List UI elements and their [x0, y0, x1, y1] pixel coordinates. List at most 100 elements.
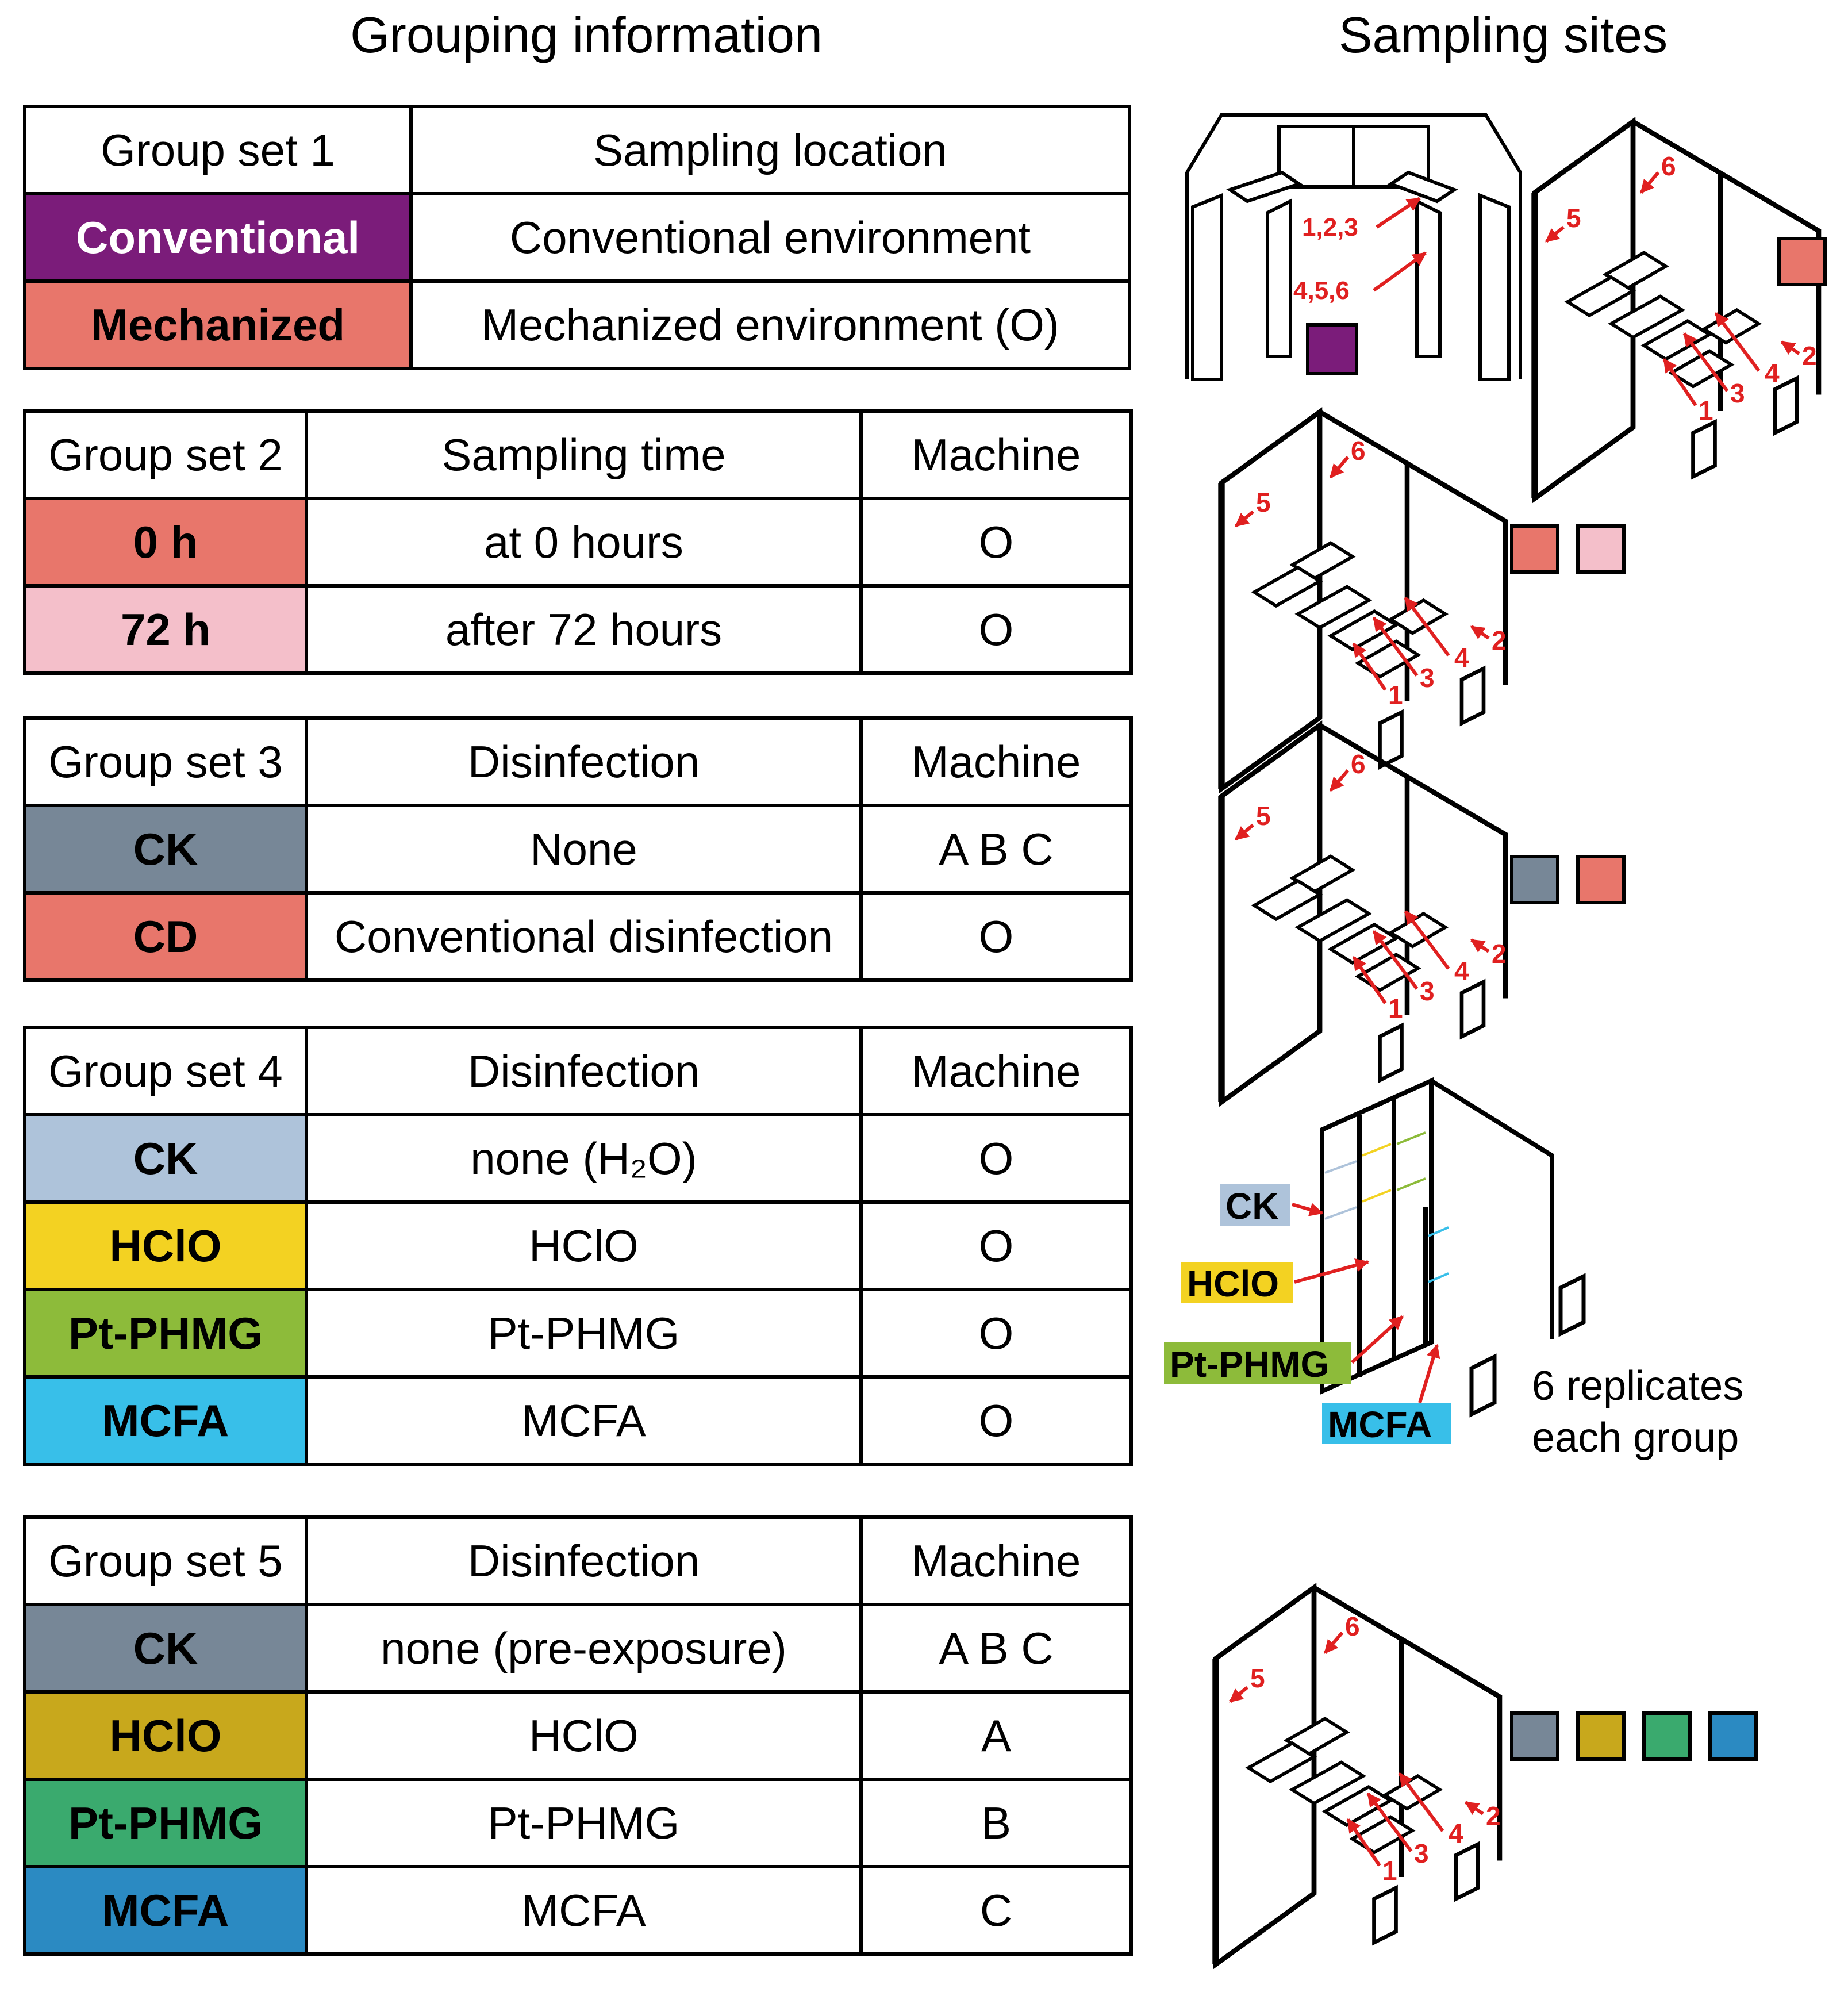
cell: HClO — [305, 1200, 863, 1291]
column-header: Disinfection — [305, 716, 863, 807]
group-cell-pt-phmg: Pt-PHMG — [23, 1778, 308, 1868]
site-label: 6 — [1345, 1611, 1360, 1641]
swatch — [1642, 1711, 1692, 1761]
group-cell-hclo: HClO — [23, 1200, 308, 1291]
replicates-note-line1: 6 replicates — [1532, 1363, 1743, 1409]
swatch — [1510, 1711, 1559, 1761]
column-header: Sampling time — [305, 409, 863, 500]
cell: HClO — [305, 1690, 863, 1781]
arrow — [1418, 1344, 1440, 1403]
grouping-information-title: Grouping information — [350, 6, 823, 63]
site-label: 5 — [1256, 801, 1271, 831]
group-cell-hclo: HClO — [23, 1690, 308, 1781]
site-label: 5 — [1256, 488, 1271, 517]
column-header: Sampling location — [409, 105, 1131, 195]
site-label: 2 — [1802, 341, 1817, 371]
cell: C — [859, 1865, 1133, 1956]
site-label: 4 — [1454, 956, 1469, 986]
column-header: Group set 1 — [23, 105, 413, 195]
gs4-label-pt-phmg: Pt-PHMG — [1170, 1344, 1329, 1385]
gs4-label-ck: CK — [1225, 1185, 1278, 1227]
group-cell-72h: 72 h — [23, 584, 308, 675]
cell: O — [859, 1375, 1133, 1466]
site-label: 3 — [1420, 663, 1435, 693]
machine-drawing — [1535, 122, 1819, 499]
table-row: MCFA MCFA O — [23, 1375, 1133, 1466]
swatch — [1777, 237, 1827, 286]
group-set-2-table: Group set 2 Sampling time Machine 0 h at… — [23, 409, 1133, 675]
arrow — [1292, 1203, 1324, 1216]
group-cell-ck: CK — [23, 1113, 308, 1204]
column-header: Disinfection — [305, 1515, 863, 1606]
cell: after 72 hours — [305, 584, 863, 675]
site-label: 3 — [1730, 378, 1745, 408]
cell: O — [859, 1200, 1133, 1291]
cell: O — [859, 1288, 1133, 1379]
site-label: 4 — [1454, 643, 1469, 673]
table-row: Pt-PHMG Pt-PHMG O — [23, 1288, 1133, 1379]
group-cell-ck: CK — [23, 804, 308, 895]
group-cell-ck: CK — [23, 1603, 308, 1694]
cell: Conventional environment — [409, 192, 1131, 283]
cell: A B C — [859, 1603, 1133, 1694]
cell: Mechanized environment (O) — [409, 279, 1131, 370]
site-label: 4,5,6 — [1293, 277, 1350, 305]
table-header-row: Group set 1 Sampling location — [23, 105, 1131, 195]
site-label: 3 — [1420, 976, 1435, 1006]
swatch — [1576, 855, 1626, 904]
cell: O — [859, 497, 1133, 588]
cell: MCFA — [305, 1865, 863, 1956]
group-cell-mcfa: MCFA — [23, 1375, 308, 1466]
group-cell-cd: CD — [23, 891, 308, 982]
group-set-5-table: Group set 5 Disinfection Machine CK none… — [23, 1515, 1133, 1956]
arrow — [1376, 197, 1421, 229]
group-cell-mechanized: Mechanized — [23, 279, 413, 370]
sampling-sites-title: Sampling sites — [1338, 6, 1668, 63]
site-label: 1 — [1699, 396, 1713, 425]
table-row: Pt-PHMG Pt-PHMG B — [23, 1778, 1133, 1868]
gs4-label-hclo: HClO — [1187, 1263, 1279, 1304]
group-set-3-table: Group set 3 Disinfection Machine CK None… — [23, 716, 1133, 982]
swatch — [1306, 323, 1358, 375]
cell: B — [859, 1778, 1133, 1868]
column-header: Group set 5 — [23, 1515, 308, 1606]
swatch — [1510, 524, 1559, 574]
column-header: Disinfection — [305, 1026, 863, 1116]
cell: Conventional disinfection — [305, 891, 863, 982]
table-row: Conventional Conventional environment — [23, 192, 1131, 283]
gs4-label-mcfa: MCFA — [1328, 1404, 1432, 1445]
machine-drawing — [1221, 412, 1505, 789]
cell: A — [859, 1690, 1133, 1781]
table-header-row: Group set 2 Sampling time Machine — [23, 409, 1133, 500]
disinfectant-stripes — [1324, 1131, 1449, 1283]
column-header: Group set 4 — [23, 1026, 308, 1116]
swatch — [1510, 855, 1559, 904]
site-label: 1 — [1382, 1856, 1397, 1886]
table-header-row: Group set 5 Disinfection Machine — [23, 1515, 1133, 1606]
column-header: Machine — [859, 409, 1133, 500]
label-bg — [1220, 1184, 1290, 1226]
cell: O — [859, 584, 1133, 675]
table-row: HClO HClO A — [23, 1690, 1133, 1781]
label-bg — [1181, 1262, 1293, 1303]
table-header-row: Group set 3 Disinfection Machine — [23, 716, 1133, 807]
table-row: CK none (H₂O) O — [23, 1113, 1133, 1204]
cell: at 0 hours — [305, 497, 863, 588]
swatch — [1576, 1711, 1626, 1761]
column-header: Group set 2 — [23, 409, 308, 500]
cell: A B C — [859, 804, 1133, 895]
site-label: 6 — [1351, 436, 1366, 466]
site-label: 1 — [1388, 993, 1403, 1023]
label-bg — [1164, 1342, 1351, 1384]
column-header: Group set 3 — [23, 716, 308, 807]
machine-drawing — [1221, 726, 1505, 1103]
machine-drawing — [1216, 1588, 1500, 1965]
site-label: 5 — [1250, 1663, 1265, 1693]
column-header: Machine — [859, 1515, 1133, 1606]
site-label: 2 — [1492, 939, 1507, 969]
site-label: 4 — [1449, 1818, 1463, 1848]
table-row: 0 h at 0 hours O — [23, 497, 1133, 588]
group-cell-mcfa: MCFA — [23, 1865, 308, 1956]
site-label: 6 — [1351, 749, 1366, 779]
